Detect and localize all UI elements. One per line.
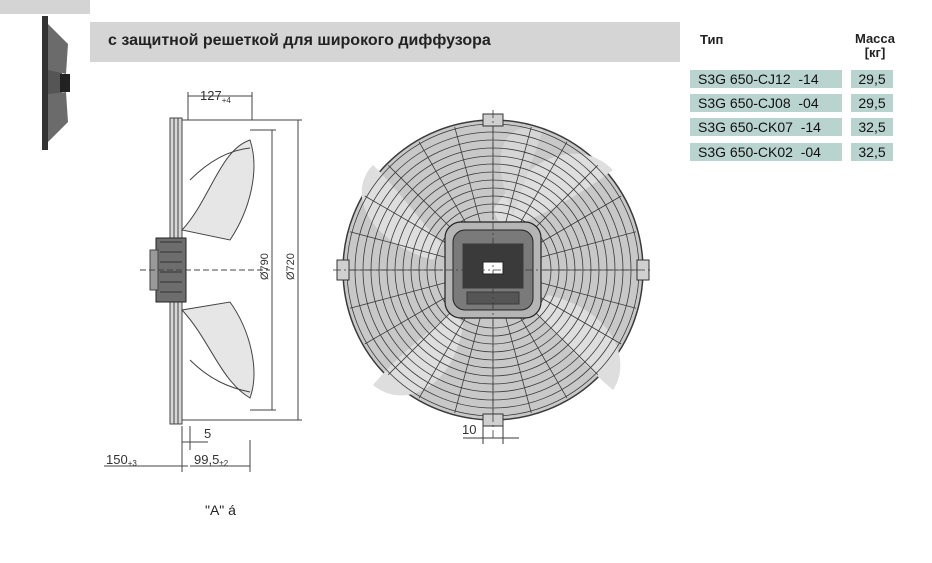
table-row-type: S3G 650-CK07 -14 [690,118,842,136]
table-row-mass: 32,5 [851,118,893,136]
page-tab [0,0,90,14]
view-caption: "A" á [205,502,236,518]
dim-10: 10 [462,422,476,437]
table-header-bar [90,22,680,62]
grille-spoke [536,294,622,345]
grille-spoke [364,294,450,345]
grille-spoke [528,165,598,235]
dim-diameter-2: Ø720 [285,253,297,280]
dim-127: 127+4 [200,88,231,105]
section-title: с защитной решеткой для широкого диффузо… [108,32,491,49]
front-view-drawing [333,110,653,444]
grille-spoke [454,126,481,222]
grille-spoke [454,318,481,414]
technical-drawing: 127+4 Ø790 Ø720 5 150+3 99,5±2 [104,88,653,472]
grille-spoke [505,126,532,222]
grille-spoke [541,231,637,258]
table-row-mass: 29,5 [851,94,893,112]
grille-spoke [349,282,445,309]
table-row-type: S3G 650-CJ08 -04 [690,94,842,112]
column-header-mass: Масса [кг] [850,32,900,60]
grille-spoke [418,313,469,399]
column-header-mass-unit: [кг] [864,45,886,60]
grille-spoke [541,282,637,309]
dim-150: 150+3 [106,452,137,468]
dim-diameter-1: Ø790 [259,253,271,280]
grille-spoke [528,305,598,375]
column-header-type: Тип [700,32,724,47]
table-row-type: S3G 650-CK02 -04 [690,143,842,161]
grille-spoke [517,141,568,227]
table-row-mass: 29,5 [851,70,893,88]
table-row-type: S3G 650-CJ12 -14 [690,70,842,88]
grille-spoke [418,141,469,227]
fan-side-thumbnail [42,16,70,150]
grille-spoke [388,305,458,375]
grille-spoke [505,318,532,414]
grille-spoke [364,195,450,246]
dim-5: 5 [204,426,211,441]
side-view-drawing [104,92,302,472]
column-header-mass-label: Масса [854,31,896,46]
table-row-mass: 32,5 [851,143,893,161]
dim-99-5: 99,5±2 [194,452,229,468]
grille-spoke [536,195,622,246]
grille-spoke [349,231,445,258]
grille-spoke [388,165,458,235]
grille-spoke [517,313,568,399]
